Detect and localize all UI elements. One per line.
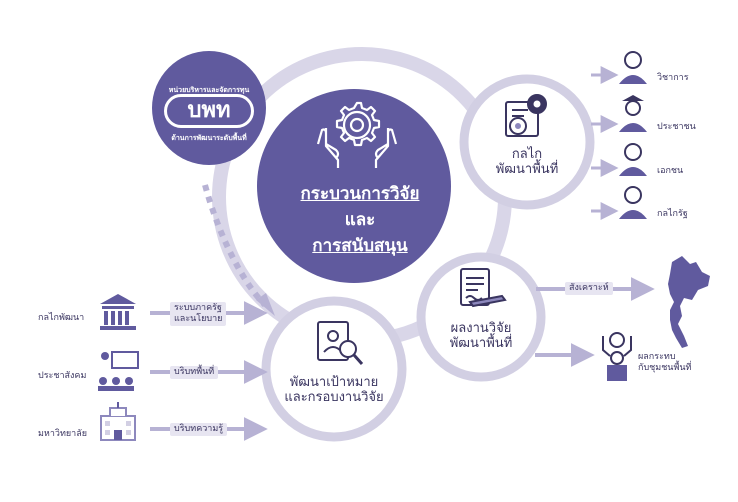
- university-icon: [100, 402, 136, 441]
- output-label-citizen: ประชาชน: [657, 122, 696, 132]
- logo-circle: [152, 51, 266, 165]
- input-label-civil: ประชาสังคม: [38, 371, 87, 381]
- synthesis-pill: สังเคราะห์: [565, 282, 613, 295]
- citizen-person-icon: [619, 95, 647, 132]
- input-label-university: มหาวิทยาลัย: [38, 429, 88, 439]
- input-pill-policy: ระบบภาครัฐ และนโยบาย: [170, 302, 227, 326]
- logo-mark: [164, 94, 254, 128]
- goals-label-line1: พัฒนาเป้าหมาย: [289, 375, 379, 390]
- logo-mark-text: บพท: [187, 98, 231, 123]
- input-label-mechanism: กลไกพัฒนา: [38, 313, 85, 323]
- goals-label: พัฒนาเป้าหมาย และกรอบงานวิจัย: [266, 375, 402, 406]
- results-label-line2: พัฒนาพื้นที่: [449, 335, 513, 351]
- center-title-line1: กระบวนการวิจัย: [300, 184, 420, 204]
- academic-person-icon: [619, 51, 647, 84]
- input-pill-context: บริบทพื้นที่: [170, 366, 219, 379]
- results-node: [416, 252, 546, 382]
- input-pill-knowledge: บริบทความรู้: [170, 423, 228, 436]
- dotted-arrow: [202, 184, 268, 308]
- goals-label-line2: และกรอบงานวิจัย: [284, 389, 384, 405]
- community-presentation-icon: [98, 351, 139, 391]
- center-title-line2: และ: [344, 210, 376, 230]
- results-label: ผลงานวิจัย พัฒนาพื้นที่: [426, 321, 536, 352]
- output-label-private: เอกชน: [657, 166, 684, 176]
- results-label-line1: ผลงานวิจัย: [450, 321, 512, 336]
- mechanism-node: [459, 74, 595, 210]
- government-building-icon: [100, 294, 136, 330]
- input-pill-policy-line1: ระบบภาครัฐ: [174, 303, 222, 313]
- community-impact-icon: [602, 332, 632, 381]
- gear-hands-icon: [316, 101, 398, 168]
- output-label-state: กลไกรัฐ: [657, 209, 688, 219]
- gears-document-icon: [505, 94, 547, 137]
- center-title-line3: การสนับสนุน: [312, 236, 408, 256]
- business-woman-icon: [619, 143, 647, 176]
- search-profile-icon: [317, 321, 364, 365]
- logo-top-text: หน่วยบริหารและจัดการทุน: [168, 86, 250, 94]
- output-label-academic: วิชาการ: [657, 73, 689, 83]
- mechanism-label-line1: กลไก: [511, 147, 543, 162]
- officer-person-icon: [619, 186, 647, 219]
- logo-bottom-text: ด้านการพัฒนาระดับพื้นที่: [171, 134, 247, 142]
- input-pill-policy-line2: และนโยบาย: [174, 313, 223, 324]
- center-circle: [257, 89, 451, 283]
- mechanism-label: กลไก พัฒนาพื้นที่: [472, 147, 582, 178]
- document-pen-icon: [460, 268, 507, 308]
- impact-label-line2: กับชุมชนพื้นที่: [638, 362, 692, 373]
- impact-label: ผลกระทบ กับชุมชนพื้นที่: [638, 352, 691, 374]
- mechanism-label-line2: พัฒนาพื้นที่: [495, 161, 559, 177]
- impact-label-line1: ผลกระทบ: [638, 352, 676, 362]
- thailand-map-icon: [668, 256, 710, 348]
